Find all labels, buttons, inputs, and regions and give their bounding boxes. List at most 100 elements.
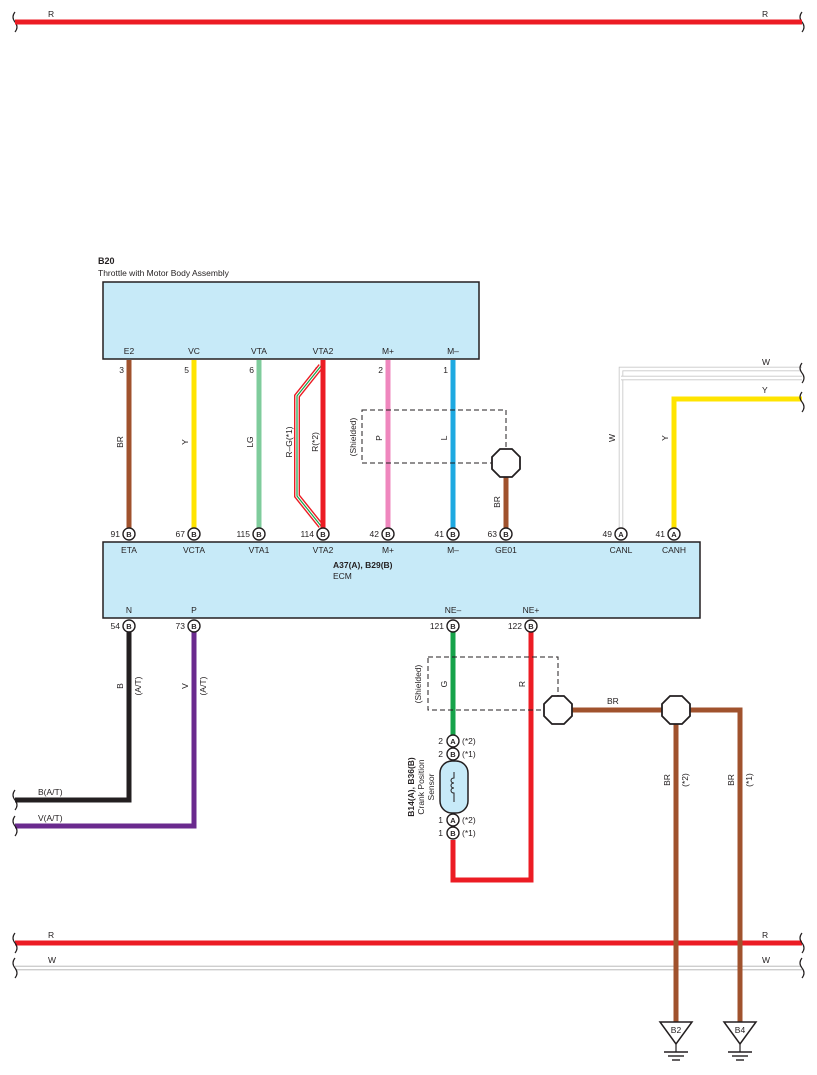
sensor-code: B14(A), B36(B) [406, 757, 416, 817]
connector-circle [316, 527, 330, 541]
conn-letter: A [618, 530, 624, 539]
ecm-pin: 115 [236, 529, 250, 539]
sensor-name-2: Sensor [426, 773, 436, 800]
ecm-term: M+ [382, 545, 394, 555]
ecm-term: VTA1 [249, 545, 270, 555]
sensor-pin: 2 [438, 736, 443, 746]
shield-label-motor: (Shielded) [348, 417, 358, 456]
wire-label-n-at: (A/T) [133, 676, 143, 695]
connector-circle [187, 527, 201, 541]
wire-vta2-alt-stripe [296, 365, 322, 527]
sensor-pin-note: (*1) [462, 749, 476, 759]
throttle-pin-3: 3 [119, 365, 124, 375]
wire-ground-b4-brown [676, 707, 743, 1022]
wire-label-canl: W [607, 434, 617, 442]
conn-letter: B [385, 530, 391, 539]
connector-circle [446, 734, 460, 748]
connector-circle [614, 527, 628, 541]
throttle-pin-6: 6 [249, 365, 254, 375]
wire-break-mark [799, 932, 805, 954]
ground-b2 [658, 1021, 694, 1061]
wire-label-br: BR [115, 436, 125, 448]
ecm-term: NE+ [523, 605, 540, 615]
ecm-term: GE01 [495, 545, 517, 555]
ecm-term: P [191, 605, 197, 615]
ecm-term: NE– [445, 605, 462, 615]
sensor-connectors [446, 734, 460, 840]
ecm-pin: 114 [300, 529, 314, 539]
ecm-code: A37(A), B29(B) [333, 560, 393, 570]
wire-label-r: R(*2) [310, 432, 320, 452]
ecm-pin: 73 [176, 621, 186, 631]
throttle-pin-2: 2 [378, 365, 383, 375]
conn-letter: B [450, 829, 456, 838]
shield-box-motor [361, 409, 507, 464]
ground-b4 [722, 1021, 758, 1061]
connector-circle [381, 527, 395, 541]
connector-circle [122, 619, 136, 633]
wire-label-y: Y [180, 439, 190, 445]
conn-letter: B [450, 622, 456, 631]
wire-label-gnd2: BR [726, 774, 736, 786]
ecm-pin: 122 [508, 621, 522, 631]
wire-p-violet [15, 632, 197, 829]
ground-label-b4: B4 [735, 1025, 746, 1035]
ecm-term: M– [447, 545, 459, 555]
wire-break-mark [12, 789, 18, 811]
ground-label-b2: B2 [671, 1025, 682, 1035]
bus-bottom-red-label-left: R [48, 930, 54, 940]
throttle-body-box [102, 281, 480, 360]
bus-bottom-white-label-left: W [48, 955, 56, 965]
ecm-term: CANH [662, 545, 686, 555]
conn-letter: B [256, 530, 262, 539]
wire-label-n-out: B(A/T) [38, 787, 63, 797]
connector-circle [187, 619, 201, 633]
sensor-name-1: Crank Position [416, 759, 426, 815]
conn-letter: A [450, 737, 456, 746]
ecm-term: VTA2 [313, 545, 334, 555]
conn-letter: B [191, 530, 197, 539]
shield-splice-motor [491, 448, 521, 478]
sensor-pin-note: (*2) [462, 815, 476, 825]
wire-n-black [15, 632, 132, 803]
conn-letter: B [191, 622, 197, 631]
bus-top-label-right: R [762, 9, 768, 19]
sensor-pin: 1 [438, 815, 443, 825]
throttle-term-e2: E2 [124, 346, 135, 356]
conn-letter: B [320, 530, 326, 539]
ecm-pin: 42 [370, 529, 380, 539]
connector-circle [446, 826, 460, 840]
ecm-pin: 63 [488, 529, 498, 539]
wire-label-p: V [180, 683, 190, 689]
connector-circle [446, 813, 460, 827]
wire-break-mark [12, 815, 18, 837]
throttle-term-mplus: M+ [382, 346, 394, 356]
ecm-term: VCTA [183, 545, 205, 555]
junction-splice [661, 695, 691, 725]
connector-circle [122, 527, 136, 541]
wire-break-mark [799, 362, 805, 384]
throttle-code: B20 [98, 256, 115, 266]
conn-letter: B [126, 622, 132, 631]
bus-bottom-red-label-right: R [762, 930, 768, 940]
connector-circle [252, 527, 266, 541]
sensor-pin-note: (*2) [462, 736, 476, 746]
ecm-term: N [126, 605, 132, 615]
wire-label-canh-out: Y [762, 385, 768, 395]
wire-canl-white-outer [618, 366, 802, 528]
wire-label-rg: R–G(*1) [284, 426, 294, 457]
wire-label-ge01: BR [492, 496, 502, 508]
throttle-pin-1: 1 [443, 365, 448, 375]
wire-label-gnd1: BR [662, 774, 672, 786]
ecm-pin: 91 [111, 529, 121, 539]
wire-canl-white-inner [619, 367, 802, 528]
wire-break-mark [799, 391, 805, 413]
connector-circle [446, 747, 460, 761]
shield-label-crank: (Shielded) [413, 664, 423, 703]
wire-label-shield-br: BR [607, 696, 619, 706]
ecm-top-connectors [122, 527, 681, 541]
wire-break-mark [12, 932, 18, 954]
ecm-pin: 41 [435, 529, 445, 539]
throttle-term-vc: VC [188, 346, 200, 356]
